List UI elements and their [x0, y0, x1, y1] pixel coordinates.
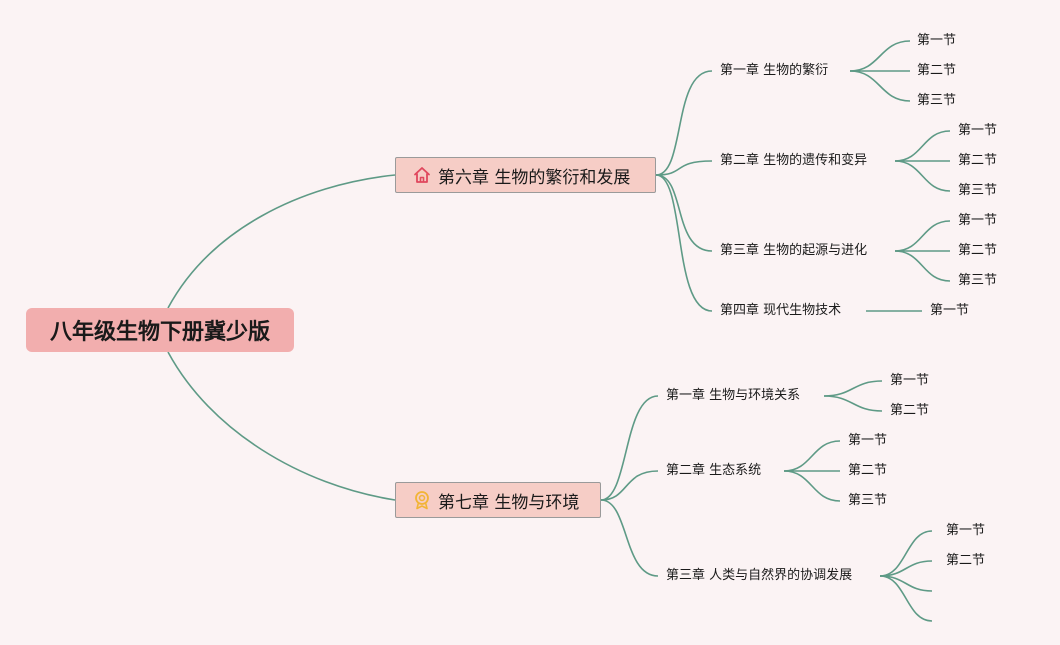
section-connector: [783, 470, 841, 502]
chapter-connector: [600, 499, 659, 577]
root-connector: [167, 174, 396, 309]
lesson-node[interactable]: 第一节: [958, 213, 998, 228]
section-connector: [849, 40, 911, 72]
root-node[interactable]: 八年级生物下册冀少版: [26, 308, 294, 352]
lesson-node[interactable]: 第二节: [958, 243, 998, 258]
root-label: 八年级生物下册冀少版: [49, 320, 270, 345]
chapter-label: 第六章 生物的繁衍和发展: [438, 167, 631, 188]
section-connector: [879, 575, 933, 622]
section-connector: [894, 130, 951, 162]
chapter-node-7[interactable]: 第七章 生物与环境: [395, 482, 601, 518]
chapter-connector: [655, 174, 713, 252]
home-icon: [412, 165, 432, 185]
section-node[interactable]: 第一章 生物与环境关系: [666, 388, 801, 403]
chapter-label: 第七章 生物与环境: [438, 492, 580, 513]
award-badge-icon: [412, 490, 432, 510]
section-node[interactable]: 第四章 现代生物技术: [720, 303, 842, 318]
section-node[interactable]: 第一章 生物的繁衍: [720, 63, 829, 78]
section-node[interactable]: 第三章 生物的起源与进化: [720, 243, 868, 258]
lesson-node[interactable]: 第三节: [958, 183, 998, 198]
lesson-node[interactable]: 第二节: [958, 153, 998, 168]
section-connector: [879, 530, 933, 577]
lesson-node[interactable]: 第二节: [890, 403, 930, 418]
section-connector: [894, 250, 951, 282]
lesson-node[interactable]: 第一节: [946, 523, 986, 538]
chapter-connector: [600, 470, 659, 501]
chapter-node-6[interactable]: 第六章 生物的繁衍和发展: [395, 157, 656, 193]
section-connector: [783, 440, 841, 472]
chapter-connector: [655, 160, 713, 176]
section-connector: [894, 220, 951, 252]
lesson-node[interactable]: 第二节: [946, 553, 986, 568]
lesson-node[interactable]: 第二节: [848, 463, 888, 478]
chapter-connector: [655, 174, 713, 312]
section-connector: [894, 160, 951, 192]
section-node[interactable]: 第二章 生态系统: [666, 463, 762, 478]
lesson-node[interactable]: 第一节: [890, 373, 930, 388]
lesson-node[interactable]: 第一节: [958, 123, 998, 138]
lesson-node[interactable]: 第二节: [917, 63, 957, 78]
lesson-node[interactable]: 第三节: [848, 493, 888, 508]
section-node[interactable]: 第三章 人类与自然界的协调发展: [666, 568, 853, 583]
section-connector: [849, 70, 911, 102]
section-node[interactable]: 第二章 生物的遗传和变异: [720, 153, 868, 168]
lesson-node[interactable]: 第三节: [958, 273, 998, 288]
chapter-connector: [655, 70, 713, 176]
chapter-connector: [600, 395, 659, 501]
lesson-node[interactable]: 第一节: [848, 433, 888, 448]
section-connector: [823, 395, 883, 412]
lesson-node[interactable]: 第一节: [917, 33, 957, 48]
lesson-node[interactable]: 第一节: [930, 303, 970, 318]
lesson-node[interactable]: 第三节: [917, 93, 957, 108]
root-connector: [167, 351, 396, 501]
section-connector: [823, 380, 883, 397]
